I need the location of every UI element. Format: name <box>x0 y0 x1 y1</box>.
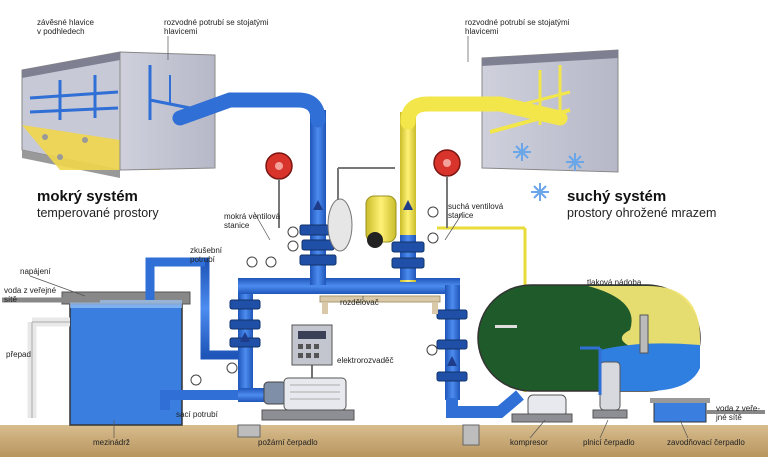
label-line: hlavicemi <box>465 27 499 36</box>
label-public-water-left: voda z veřejné sítě <box>4 286 56 304</box>
intermediate-tank <box>61 291 191 426</box>
alarm-bell-icon <box>433 149 461 228</box>
label-line: jné sítě <box>716 413 742 422</box>
label-priming-pump: zavodňovací čerpadlo <box>667 438 745 447</box>
label-wet-valve-station: mokrá ventilová stanice <box>224 212 280 230</box>
label-upright-heads-right: rozvodné potrubí se stojatými hlavicemi <box>465 18 570 36</box>
floor <box>0 425 768 457</box>
label-filling-pump: plnicí čerpadlo <box>583 438 635 447</box>
label-line: rozvodné potrubí se stojatými <box>465 18 570 27</box>
label-compressor: kompresor <box>510 438 548 447</box>
label-intermediate-tank: mezinádrž <box>93 438 130 447</box>
label-line: potrubí <box>190 255 215 264</box>
label-line: zkušební <box>190 246 223 255</box>
priming-tank <box>650 398 710 423</box>
label-pressure-vessel: tlaková nádoba <box>587 278 642 287</box>
compressor <box>511 394 573 423</box>
label-line: v podhledech <box>37 27 85 36</box>
label-line: rozvodné potrubí se stojatými <box>164 18 269 27</box>
label-line: mokrá ventilová <box>224 212 281 221</box>
wet-room-illustration <box>21 51 216 178</box>
dry-system-title: suchý systém <box>567 188 667 205</box>
label-upright-heads-left: rozvodné potrubí se stojatými hlavicemi <box>164 18 269 36</box>
dry-valve-handwheel <box>367 232 383 248</box>
pressure-vessel <box>477 284 701 392</box>
label-pendant-heads: závěsné hlavice v podhledech <box>37 18 94 36</box>
label-public-water-right: voda z veře- jné sítě <box>716 404 760 422</box>
alarm-bell-icon <box>265 152 293 228</box>
label-line: sítě <box>4 295 17 304</box>
label-suction-pipe: sací potrubí <box>176 410 218 419</box>
retard-chamber <box>327 198 353 252</box>
drain-sump <box>462 424 480 446</box>
label-line: stanice <box>224 221 250 230</box>
flow-arrow-icon <box>240 200 457 366</box>
label-feed: napájení <box>20 267 51 276</box>
distributor-bracket <box>319 295 441 303</box>
label-distributor: rozdělovač <box>340 298 379 307</box>
label-line: hlavicemi <box>164 27 198 36</box>
label-line: voda z veře- <box>716 404 761 413</box>
label-line: suchá ventilová <box>448 202 504 211</box>
label-fire-pump: požární čerpadlo <box>258 438 318 447</box>
overflow-pipe <box>27 317 70 418</box>
label-test-pipe: zkušební potrubí <box>190 246 222 264</box>
wet-valve-station <box>229 224 468 382</box>
fire-pump <box>261 377 355 421</box>
label-line: stanice <box>448 211 474 220</box>
control-panel <box>291 324 333 390</box>
label-line: závěsné hlavice <box>37 18 94 27</box>
wet-system-subtitle: temperované prostory <box>37 206 159 220</box>
wet-system-title: mokrý systém <box>37 188 138 205</box>
label-line: voda z veřejné <box>4 286 57 295</box>
leader-lines <box>29 36 689 439</box>
drain-sump <box>237 424 261 438</box>
dry-system-subtitle: prostory ohrožené mrazem <box>567 206 717 220</box>
label-dry-valve-station: suchá ventilová stanice <box>448 202 503 220</box>
label-control-panel: elektrorozvaděč <box>337 356 394 365</box>
label-overflow: přepad <box>6 350 31 359</box>
snowflake-icon <box>513 143 584 201</box>
